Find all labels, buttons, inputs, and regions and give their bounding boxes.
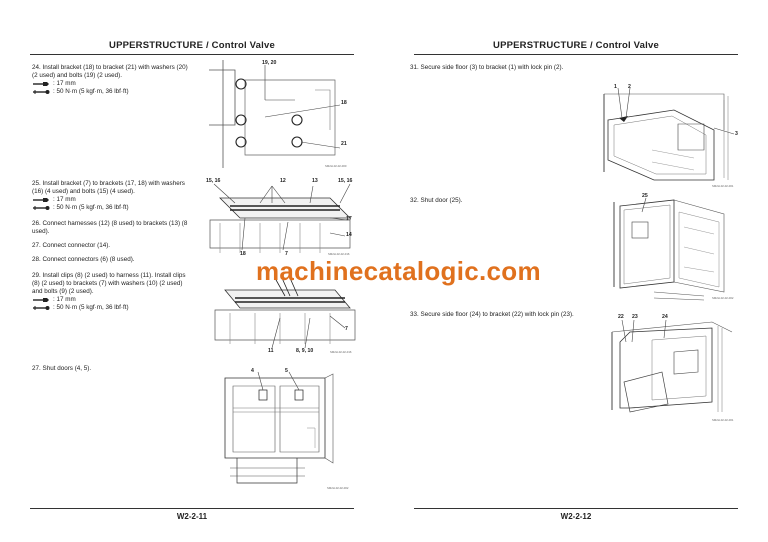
step-27-connect: 27. Connect connector (14). — [32, 242, 190, 250]
callout-3: 3 — [735, 131, 738, 137]
page-header: UPPERSTRUCTURE / Control Valve — [30, 40, 354, 55]
torque-wrench-icon — [32, 89, 50, 95]
footer-rule — [30, 508, 354, 509]
step-text: 28. Connect connectors (6) (8 used). — [32, 256, 135, 263]
callout-1: 1 — [614, 84, 617, 90]
step-text: 27. Connect connector (14). — [32, 242, 111, 249]
callout-4: 4 — [251, 368, 254, 374]
callout-7: 7 — [285, 251, 288, 257]
callout-19-20: 19, 20 — [262, 60, 277, 66]
wrench-icon — [32, 297, 50, 303]
wrench-icon — [32, 197, 50, 203]
callout-17: 17 — [346, 216, 352, 222]
callout-18: 18 — [341, 100, 347, 106]
step-text: 29. Install clips (8) (2 used) to harnes… — [32, 272, 186, 295]
callout-23: 23 — [632, 314, 638, 320]
wrench-spec: : 17 mm — [32, 80, 190, 88]
page-number: W2-2-11 — [176, 512, 208, 521]
callout-25: 25 — [642, 193, 648, 199]
footer-rule — [414, 508, 738, 509]
figure-doors: 4 5 SM2H-02-02-002 — [215, 368, 355, 493]
callout-13: 13 — [312, 178, 318, 184]
step-text: 24. Install bracket (18) to bracket (21)… — [32, 64, 188, 79]
wrench-icon — [32, 81, 50, 87]
callout-24: 24 — [662, 314, 668, 320]
figure-side-floor-lock-2: 22 23 24 SM2H-02-02-001 — [602, 312, 744, 424]
step-text: 26. Connect harnesses (12) (8 used) to b… — [32, 220, 188, 235]
step-26: 26. Connect harnesses (12) (8 used) to b… — [32, 220, 190, 236]
step-text: 27. Shut doors (4, 5). — [32, 365, 92, 372]
callout-8-9-10: 8, 9, 10 — [296, 348, 314, 354]
page-number: W2-2-12 — [560, 512, 592, 521]
torque-value: : 50 N·m (5 kgf·m, 36 lbf·ft) — [53, 304, 129, 311]
figure-ref: SM2H-02-02-016 — [330, 350, 352, 354]
step-text: 33. Secure side floor (24) to bracket (2… — [410, 311, 574, 318]
figure-clips: 7 11 8, 9, 10 SM2H-02-02-016 — [210, 278, 360, 358]
callout-14: 14 — [346, 232, 352, 238]
step-31: 31. Secure side floor (3) to bracket (1)… — [410, 64, 590, 72]
callout-5: 5 — [285, 368, 288, 374]
figure-ref: SM2H-02-02-016 — [328, 252, 350, 256]
figure-ref: SM2H-02-02-002 — [712, 296, 734, 300]
step-text: 32. Shut door (25). — [410, 197, 463, 204]
figure-ref: SM2H-02-02-001 — [712, 184, 734, 188]
step-25: 25. Install bracket (7) to brackets (17,… — [32, 180, 190, 212]
figure-ref: SM2H-02-02-002 — [327, 486, 349, 490]
callout-12: 12 — [280, 178, 286, 184]
torque-value: : 50 N·m (5 kgf·m, 36 lbf·ft) — [53, 204, 129, 211]
callout-7: 7 — [345, 326, 348, 332]
step-29: 29. Install clips (8) (2 used) to harnes… — [32, 272, 190, 312]
step-33: 33. Secure side floor (24) to bracket (2… — [410, 311, 590, 319]
torque-wrench-icon — [32, 205, 50, 211]
torque-spec: : 50 N·m (5 kgf·m, 36 lbf·ft) — [32, 304, 190, 312]
step-text: 31. Secure side floor (3) to bracket (1)… — [410, 64, 564, 71]
figure-ref: SM2H-02-02-001 — [712, 418, 734, 422]
step-28: 28. Connect connectors (6) (8 used). — [32, 256, 190, 264]
torque-value: : 50 N·m (5 kgf·m, 36 lbf·ft) — [53, 88, 129, 95]
watermark: machinecatalogic.com — [256, 256, 541, 286]
callout-18: 18 — [240, 251, 246, 257]
wrench-size: : 17 mm — [53, 196, 76, 203]
wrench-size: : 17 mm — [53, 296, 76, 303]
wrench-spec: : 17 mm — [32, 196, 190, 204]
right-page: UPPERSTRUCTURE / Control Valve 31. Secur… — [384, 0, 768, 542]
figure-bracket-install: 19, 20 18 21 SM2H-02-02-000 — [205, 60, 355, 168]
step-27-shut-doors: 27. Shut doors (4, 5). — [32, 365, 190, 373]
callout-21: 21 — [341, 141, 347, 147]
wrench-spec: : 17 mm — [32, 296, 190, 304]
step-24: 24. Install bracket (18) to bracket (21)… — [32, 64, 190, 96]
figure-ref: SM2H-02-02-000 — [325, 164, 347, 168]
page-header: UPPERSTRUCTURE / Control Valve — [414, 40, 738, 55]
callout-15-16-b: 15, 16 — [338, 178, 353, 184]
callout-11: 11 — [268, 348, 274, 354]
torque-wrench-icon — [32, 305, 50, 311]
step-32: 32. Shut door (25). — [410, 197, 590, 205]
torque-spec: : 50 N·m (5 kgf·m, 36 lbf·ft) — [32, 204, 190, 212]
callout-2: 2 — [628, 84, 631, 90]
figure-shut-door: 25 SM2H-02-02-002 — [604, 192, 744, 302]
figure-side-floor-lock: 1 2 3 SM2H-02-02-001 — [594, 80, 744, 188]
torque-spec: : 50 N·m (5 kgf·m, 36 lbf·ft) — [32, 88, 190, 96]
callout-22: 22 — [618, 314, 624, 320]
wrench-size: : 17 mm — [53, 80, 76, 87]
callout-15-16: 15, 16 — [206, 178, 221, 184]
figure-harness-bracket: 15, 16 12 13 15, 16 17 14 18 7 SM2H-02-0… — [200, 178, 360, 258]
left-page: UPPERSTRUCTURE / Control Valve 24. Insta… — [30, 40, 360, 521]
step-text: 25. Install bracket (7) to brackets (17,… — [32, 180, 185, 195]
